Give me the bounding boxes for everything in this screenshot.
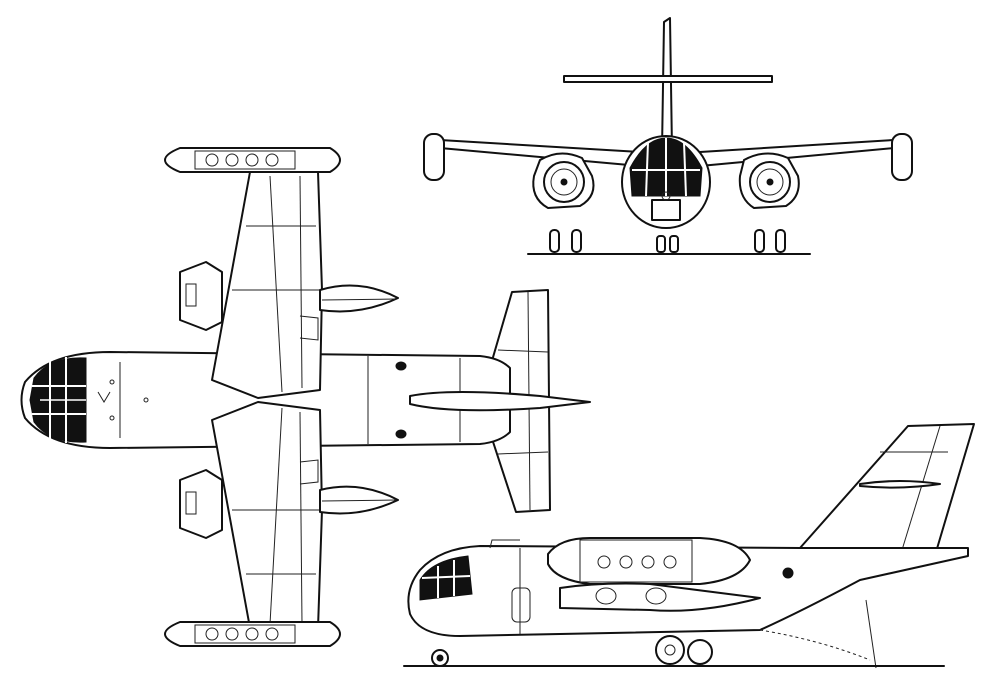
plan-wing-upper [211, 171, 323, 399]
plan-engine-lower [179, 469, 399, 539]
plan-fuselage [20, 351, 511, 449]
plan-tip-pod-lower [164, 621, 341, 647]
front-fuselage [621, 135, 711, 229]
front-engine-left [532, 152, 595, 209]
front-view [423, 17, 913, 255]
plan-tip-pod-upper [164, 147, 341, 173]
front-tip-pods [423, 133, 913, 181]
side-tip-pod [547, 537, 751, 585]
side-cockpit-glazing [419, 555, 473, 601]
front-tail [563, 17, 773, 151]
side-landing-gear [403, 635, 945, 667]
front-engine-right [738, 152, 800, 209]
side-vertical-tail [799, 423, 975, 553]
side-view [403, 423, 975, 669]
side-engine [559, 582, 761, 612]
plan-view [20, 147, 591, 647]
plan-engine-upper [179, 261, 399, 331]
plan-cockpit-glazing [29, 357, 87, 443]
plan-wing-lower [211, 401, 323, 629]
plan-tail-boom [409, 391, 591, 412]
front-landing-gear [527, 229, 811, 255]
